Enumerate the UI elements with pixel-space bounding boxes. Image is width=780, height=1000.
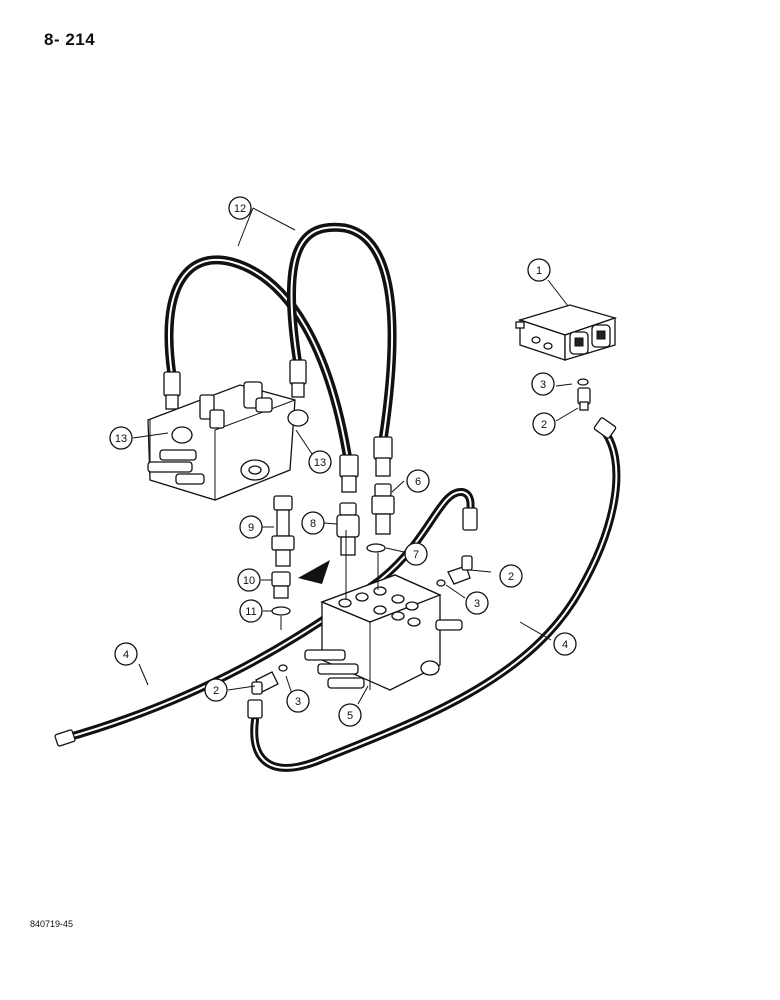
svg-text:3: 3 xyxy=(295,696,301,708)
callout-3: 3 xyxy=(465,591,489,615)
callout-7: 7 xyxy=(404,542,428,566)
callout-2: 2 xyxy=(532,412,556,436)
svg-text:2: 2 xyxy=(213,685,219,697)
svg-text:2: 2 xyxy=(541,419,547,431)
hose-4-left xyxy=(54,488,478,747)
elbow-fitting-2-left xyxy=(251,671,279,695)
callout-2: 2 xyxy=(204,678,228,702)
svg-text:6: 6 xyxy=(415,476,421,488)
hose-12-left xyxy=(164,255,353,465)
leader-lines xyxy=(132,207,579,705)
svg-text:3: 3 xyxy=(474,598,480,610)
o-ring-3-right xyxy=(436,579,446,587)
elbow-fitting-2-right xyxy=(447,555,473,585)
svg-text:11: 11 xyxy=(245,606,256,618)
callout-4: 4 xyxy=(114,642,138,666)
o-ring-7 xyxy=(366,543,386,553)
hose-fitting xyxy=(289,359,307,398)
callout-12: 12 xyxy=(228,196,252,220)
fitting-2-upper xyxy=(577,387,591,411)
callout-4: 4 xyxy=(553,632,577,656)
svg-text:9: 9 xyxy=(248,522,254,534)
svg-text:8: 8 xyxy=(310,518,316,530)
svg-text:4: 4 xyxy=(562,639,568,651)
callout-5: 5 xyxy=(338,703,362,727)
solenoid-valve-block xyxy=(515,304,618,361)
callout-3: 3 xyxy=(286,689,310,713)
callout-11: 11 xyxy=(239,599,263,623)
callout-bubbles: 1 2 2 2 3 3 3 4 4 5 6 7 8 9 10 11 12 13 … xyxy=(109,196,577,727)
callout-1: 1 xyxy=(527,258,551,282)
hose-fitting xyxy=(339,454,359,493)
fitting-9 xyxy=(271,495,295,567)
hose-12-right xyxy=(286,222,397,445)
figure-code: 840719-45 xyxy=(30,919,74,929)
hose-fitting xyxy=(163,371,181,410)
callout-6: 6 xyxy=(406,469,430,493)
svg-text:13: 13 xyxy=(314,457,326,469)
callout-2: 2 xyxy=(499,564,523,588)
o-ring-11 xyxy=(271,606,291,616)
svg-text:3: 3 xyxy=(540,379,546,391)
upper-control-valve xyxy=(147,381,309,501)
lower-control-valve xyxy=(304,574,463,691)
svg-text:7: 7 xyxy=(413,549,419,561)
svg-text:12: 12 xyxy=(234,203,246,215)
svg-text:5: 5 xyxy=(347,710,353,722)
callout-3: 3 xyxy=(531,372,555,396)
svg-text:2: 2 xyxy=(508,571,514,583)
fitting-10 xyxy=(271,571,291,599)
callout-8: 8 xyxy=(301,511,325,535)
svg-text:13: 13 xyxy=(115,433,127,445)
svg-text:1: 1 xyxy=(536,265,542,277)
fitting-6 xyxy=(371,483,395,535)
svg-text:10: 10 xyxy=(243,575,255,587)
callout-10: 10 xyxy=(237,568,261,592)
callout-13: 13 xyxy=(308,450,332,474)
svg-text:4: 4 xyxy=(123,649,129,661)
o-ring-3-left xyxy=(278,664,288,672)
callout-13: 13 xyxy=(109,426,133,450)
check-valve-8 xyxy=(336,502,360,556)
o-ring-3-upper xyxy=(577,378,589,386)
pointer-arrow xyxy=(298,560,330,584)
callout-9: 9 xyxy=(239,515,263,539)
hose-fitting xyxy=(373,436,393,477)
hose-4-right xyxy=(247,417,621,772)
page-number: 8- 214 xyxy=(44,30,96,49)
